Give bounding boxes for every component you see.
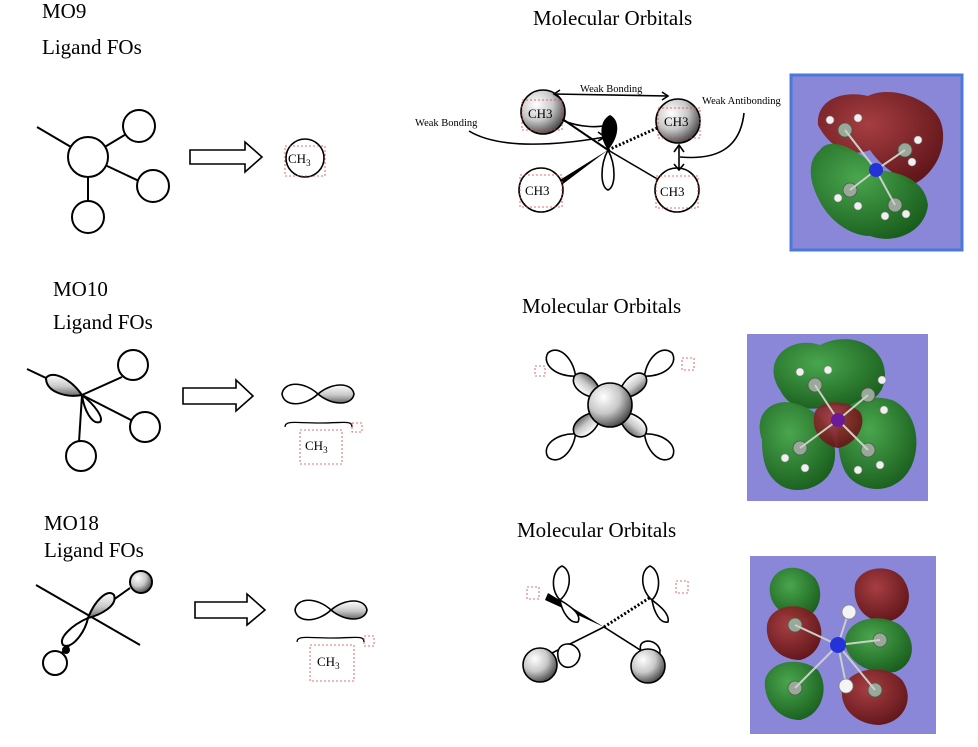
ch3-fragment: CH3	[294, 599, 375, 682]
ligand-ch3: CH3	[528, 106, 553, 121]
molecular-orbitals-heading: Molecular Orbitals	[517, 518, 676, 542]
arrow-icon	[189, 140, 264, 174]
ligand-fo-sketch	[26, 349, 161, 472]
ligand-ch3: CH3	[525, 183, 550, 198]
arrow-icon	[194, 592, 267, 627]
ligand-fos-label: Ligand FOs	[53, 310, 153, 334]
ch3-fragment: CH3	[281, 383, 363, 465]
mo10-orbital-render	[747, 334, 928, 501]
ligand-ch3: CH3	[664, 114, 689, 129]
molecular-orbitals-heading: Molecular Orbitals	[533, 6, 692, 30]
ligand-fo-sketch	[36, 109, 170, 234]
mo-label: MO10	[53, 277, 108, 301]
weak-antibonding-label: Weak Antibonding	[702, 96, 782, 107]
section-mo10: MO10 Ligand FOs Molecular Orbitals CH3	[26, 277, 928, 501]
svg-text:CH3: CH3	[288, 151, 311, 168]
svg-text:CH3: CH3	[305, 438, 328, 455]
molecular-orbitals-heading: Molecular Orbitals	[522, 294, 681, 318]
mo-label: MO18	[44, 511, 99, 535]
mo9-orbital-sketch: CH3 CH3 CH3 CH3 Weak Bonding Weak Bondin…	[415, 84, 782, 213]
ligand-ch3: CH3	[660, 184, 685, 199]
section-mo18: MO18 Ligand FOs Molecular Orbitals CH3	[35, 511, 936, 734]
ligand-fo-sketch	[35, 570, 153, 676]
mo18-orbital-render	[750, 556, 936, 734]
ch3-fragment: CH3	[284, 138, 326, 178]
ligand-fos-label: Ligand FOs	[42, 35, 142, 59]
svg-text:CH3: CH3	[317, 654, 340, 671]
mo10-orbital-sketch	[534, 344, 695, 466]
mo18-orbital-sketch	[522, 565, 689, 684]
ligand-fos-label: Ligand FOs	[44, 538, 144, 562]
weak-bonding-label: Weak Bonding	[580, 84, 643, 95]
weak-bonding-label: Weak Bonding	[415, 118, 478, 129]
arrow-icon	[182, 378, 255, 413]
mo9-orbital-render	[789, 73, 964, 252]
mo-label: MO9	[42, 0, 86, 23]
section-mo9: MO9 Ligand FOs Molecular Orbitals CH3	[36, 0, 964, 252]
